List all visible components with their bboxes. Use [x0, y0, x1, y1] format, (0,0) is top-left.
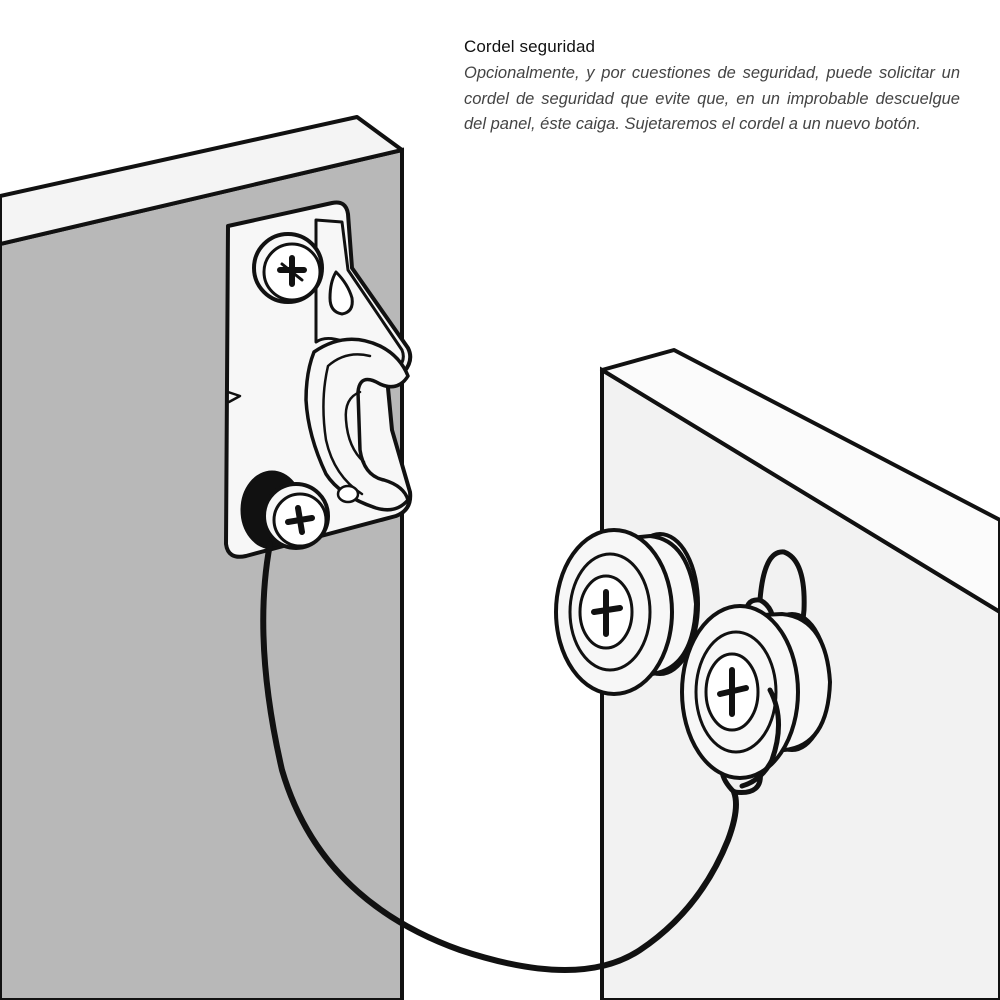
left-panel-top-edge	[0, 115, 404, 246]
cord-anchor	[240, 470, 330, 550]
screw-icon	[285, 505, 315, 535]
screw-icon	[252, 232, 324, 304]
caption-title: Cordel seguridad	[464, 37, 596, 56]
caption-block: Cordel seguridad Opcionalmente, y por cu…	[464, 37, 960, 138]
screw-icon	[591, 589, 623, 637]
screw-icon	[717, 667, 749, 717]
right-panel-top-edge	[600, 348, 1000, 614]
safety-cord-front	[739, 687, 782, 789]
button-knob-icon	[554, 528, 700, 696]
button-knob-icon	[680, 604, 833, 780]
caption-body: Opcionalmente, y por cuestiones de segur…	[464, 64, 960, 133]
